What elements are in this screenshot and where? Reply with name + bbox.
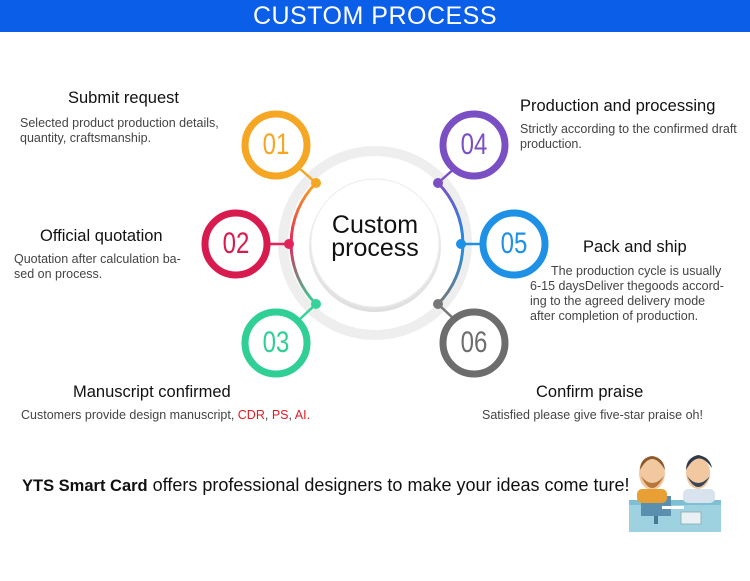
step-05-title: Pack and ship [583,238,687,256]
page-title-banner: CUSTOM PROCESS [0,0,750,32]
format-ai: AI [294,408,307,422]
center-label: Custom process [315,211,435,262]
step-01-title: Submit request [68,89,179,107]
step-01-desc: Selected product production details, qua… [20,116,219,145]
step-01-number: 01 [256,121,296,169]
step-05-number: 05 [494,220,534,268]
format-ps: PS [271,408,289,422]
step-03-desc-text: Customers provide design manuscript, [21,408,238,422]
step-04-title: Production and processing [520,97,716,115]
format-cdr: CDR [237,408,265,422]
step-02-number: 02 [216,220,256,268]
designers-illustration [629,455,721,532]
brand-name: YTS Smart Card [22,477,148,495]
step-06-title: Confirm praise [536,383,644,401]
page-title: CUSTOM PROCESS [252,2,498,30]
step-04-number: 04 [454,121,494,169]
step-06-number: 06 [454,319,494,367]
step-03-desc: Customers provide design manuscript, CDR… [21,408,311,422]
tagline-text: offers professional designers to make yo… [147,475,630,495]
step-05-desc-line: after completion of production. [530,309,699,323]
center-label-line2: process [331,234,419,262]
step-05-desc: The production cycle is usually 6-15 day… [530,264,745,324]
step-06-desc: Satisfied please give five-star praise o… [482,408,703,422]
step-02-desc-line: Quotation after calculation ba- [14,252,181,266]
step-05-desc-line: The production cycle is usually [551,264,722,278]
step-02-desc-line: sed on process. [14,267,103,281]
step-02-desc: Quotation after calculation ba- sed on p… [14,252,214,282]
step-05-desc-line: ing to the agreed delivery mode [530,294,706,308]
step-04-desc: Strictly according to the confirmed draf… [520,122,737,151]
step-03-title: Manuscript confirmed [73,383,231,401]
step-05-desc-line: 6-15 daysDeliver thegoods accord- [530,279,724,293]
step-03-number: 03 [256,319,296,367]
step-02-title: Official quotation [40,227,163,245]
center-label-line1: Custom [331,211,419,239]
tagline: YTS Smart Card offers professional desig… [22,475,630,496]
